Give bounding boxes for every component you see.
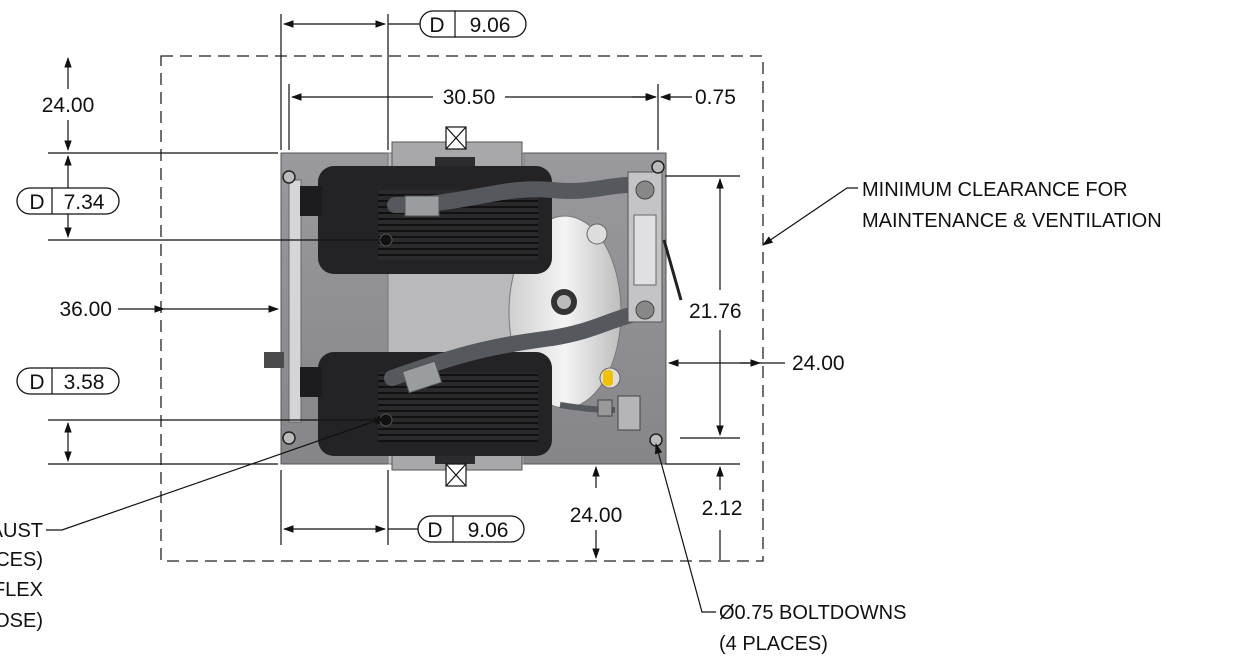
lift-point-top-icon <box>445 126 467 150</box>
datum-tag-left-lower: D 3.58 <box>16 367 120 395</box>
datum-value: 9.06 <box>468 519 509 542</box>
bolt-hole-tl-icon <box>282 170 296 184</box>
compressor-assembly <box>264 126 683 487</box>
dim-height-inner: 21.76 <box>689 300 742 323</box>
dim-left-gap: 36.00 <box>59 298 112 321</box>
drain-valve <box>559 370 641 431</box>
dim-top-gap: 24.00 <box>42 94 95 117</box>
clearance-note-line1: MINIMUM CLEARANCE FOR <box>862 179 1128 201</box>
exhaust-note-line2: PLACES) <box>0 549 43 571</box>
datum-value: 9.06 <box>470 14 511 37</box>
datum-value: 7.34 <box>64 191 105 214</box>
clearance-note-line2: MAINTENANCE & VENTILATION <box>862 210 1162 232</box>
exhaust-note-line4: LOOSE) <box>0 610 43 632</box>
datum-value: 3.58 <box>64 371 105 394</box>
datum-letter: D <box>29 191 44 214</box>
exhaust-note-line3: GE FLEX <box>0 579 43 601</box>
lift-point-bottom-icon <box>445 463 467 487</box>
datum-tag-left-upper: D 7.34 <box>16 187 120 215</box>
boltdown-note-line1: Ø0.75 BOLTDOWNS <box>719 602 906 624</box>
dim-right-offset: 0.75 <box>695 86 736 109</box>
extension-lines <box>48 14 740 545</box>
datum-tag-bottom: D 9.06 <box>417 515 525 543</box>
datum-letter: D <box>427 519 442 542</box>
dim-bottom-gap: 24.00 <box>570 504 623 527</box>
bolt-hole-tr-icon <box>651 160 665 174</box>
datum-letter: D <box>29 371 44 394</box>
exhaust-note-line1: XHAUST <box>0 520 43 542</box>
motor-lower <box>300 352 552 456</box>
manifold <box>627 171 683 323</box>
datum-tag-top: D 9.06 <box>419 10 527 38</box>
hose-upper <box>387 177 638 213</box>
boltdown-note-line2: (4 PLACES) <box>719 633 828 655</box>
dim-right-gap: 24.00 <box>792 352 845 375</box>
left-rail <box>288 179 302 423</box>
dim-bottom-offset: 2.12 <box>702 497 743 520</box>
dim-width-inner: 30.50 <box>443 86 496 109</box>
motor-upper <box>300 166 552 274</box>
datum-letter: D <box>429 14 444 37</box>
hose-lower <box>384 304 653 386</box>
bolt-hole-bl-icon <box>282 431 296 445</box>
